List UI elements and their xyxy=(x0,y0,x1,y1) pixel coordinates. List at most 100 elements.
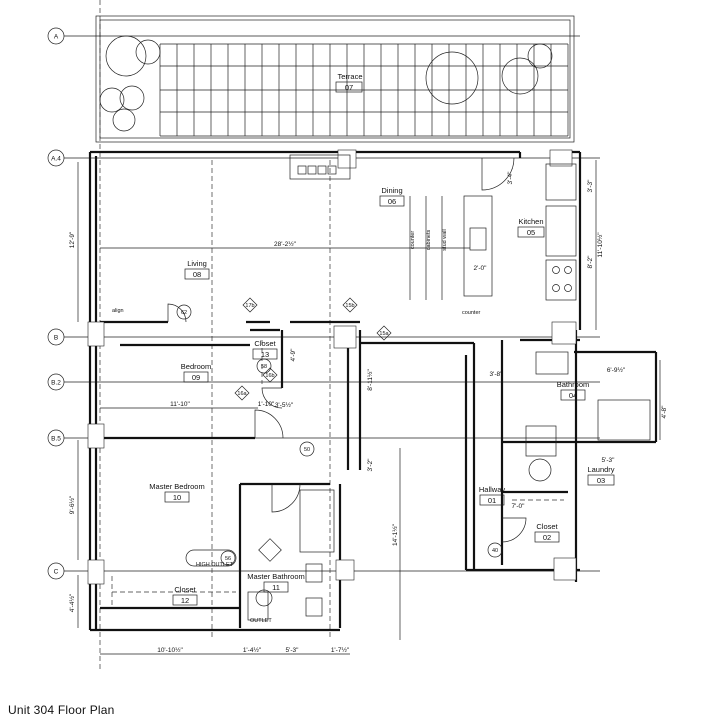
grid-label: B xyxy=(54,335,58,342)
grid-bubble-a4: A.4 xyxy=(47,149,65,167)
dimension-label: 9'-6½" xyxy=(68,495,76,514)
tag-label: 50 xyxy=(304,447,310,453)
tag-label: 17b xyxy=(245,303,254,309)
room-name: Kitchen xyxy=(518,217,543,226)
dimension-label: 10'-10½" xyxy=(157,646,183,654)
room-number: 03 xyxy=(597,476,605,485)
dimension-label: 6'-9½" xyxy=(607,366,626,374)
room-name: Dining xyxy=(381,186,402,195)
plan-caption: Unit 304 Floor Plan xyxy=(8,703,115,717)
dimension-label: 3'-5½" xyxy=(275,401,294,409)
dimension-label: 3'-2" xyxy=(367,458,374,472)
grid-label: C xyxy=(54,569,59,576)
note-high-outlet: HIGH OUTLET xyxy=(196,562,234,568)
dimension-label: 1'-4½" xyxy=(243,646,262,654)
room-name: Laundry xyxy=(587,465,614,474)
dimension-label: 1'-10" xyxy=(258,401,275,408)
room-number: 05 xyxy=(527,228,535,237)
room-name: Terrace xyxy=(337,72,362,81)
dimension-lines xyxy=(77,160,661,655)
room-bedroom: Bedroom 09 xyxy=(181,362,211,383)
room-kitchen: Kitchen 05 xyxy=(517,217,545,238)
note-cabinets: cabinets xyxy=(426,230,432,251)
note-counter-2: counter xyxy=(462,310,481,316)
grid-label: B.2 xyxy=(51,380,61,387)
tag-label: 58 xyxy=(261,364,267,370)
grid-label: A xyxy=(54,34,59,41)
dimension-label: 12'-9" xyxy=(69,231,76,248)
tag-label: 40 xyxy=(492,548,498,554)
room-number: 04 xyxy=(569,391,577,400)
dimension-label: 4'-4½" xyxy=(68,593,76,612)
room-hallway: Hallway 01 xyxy=(479,485,506,506)
dimension-label: 5'-3" xyxy=(602,457,616,464)
room-name: Closet xyxy=(536,522,558,531)
note-stud-wall: stud wall xyxy=(442,229,448,250)
grid-label: A.4 xyxy=(51,156,61,163)
exterior-walls xyxy=(88,150,582,632)
dimension-label: 4'-9" xyxy=(290,348,297,362)
room-number: 09 xyxy=(192,373,200,382)
tag-label: 16a xyxy=(237,391,247,397)
room-number: 12 xyxy=(181,596,189,605)
room-number: 08 xyxy=(193,270,201,279)
closet-shelving xyxy=(111,340,564,608)
dimension-label: 7'-0" xyxy=(512,503,526,510)
room-name: Closet xyxy=(174,585,196,594)
room-closet-02: Closet 02 xyxy=(534,522,560,543)
dimension-label: 2'-0" xyxy=(474,265,488,272)
room-dining: Dining 06 xyxy=(379,186,405,207)
room-name: Bathroom xyxy=(557,380,590,389)
dimension-label: 11'-10½" xyxy=(596,232,604,258)
dimension-label: 3'-8" xyxy=(490,371,504,378)
room-master-bedroom: Master Bedroom 10 xyxy=(149,482,205,503)
dimension-texts: 28'-2½" 12'-9" 11'-10" 3'-5½" 1'-10" 9'-… xyxy=(68,171,668,654)
detail-tags: 62 58 50 40 56 17b 15b 16a 16b 15a xyxy=(176,297,503,566)
room-number: 13 xyxy=(261,350,269,359)
room-name: Master Bathroom xyxy=(247,572,305,581)
room-name: Bedroom xyxy=(181,362,211,371)
dimension-label: 8'-2" xyxy=(587,255,594,269)
fixtures xyxy=(185,154,651,621)
terrace-decking xyxy=(159,43,569,137)
room-number: 11 xyxy=(272,583,280,592)
dimension-label: 3'-4" xyxy=(507,171,514,185)
room-labels: Terrace 07 Dining 06 Kitchen 05 Living 0… xyxy=(149,72,615,606)
room-terrace: Terrace 07 xyxy=(335,72,363,93)
dimension-label: 3'-3" xyxy=(587,179,594,193)
structural-columns xyxy=(87,149,577,585)
grid-bubble-b5: B.5 xyxy=(47,429,65,447)
room-bathroom: Bathroom 04 xyxy=(557,380,590,401)
dimension-label: 28'-2½" xyxy=(274,240,297,248)
tag-label: 15b xyxy=(345,303,354,309)
interior-walls xyxy=(100,320,658,628)
tag-label: 56 xyxy=(225,556,231,562)
dimension-label: 5'-3" xyxy=(286,647,300,654)
note-align: align xyxy=(112,308,124,314)
room-number: 02 xyxy=(543,533,551,542)
room-name: Closet xyxy=(254,339,276,348)
room-name: Living xyxy=(187,259,207,268)
tag-label: 15a xyxy=(379,331,389,337)
dimension-label: 8'-11½" xyxy=(366,369,374,391)
room-number: 06 xyxy=(388,197,396,206)
note-counter: counter xyxy=(410,231,416,250)
tag-label: 62 xyxy=(181,310,187,316)
grid-bubble-b2: B.2 xyxy=(47,373,65,391)
room-living: Living 08 xyxy=(184,259,210,280)
room-number: 10 xyxy=(173,493,181,502)
room-number: 07 xyxy=(345,83,353,92)
note-outlet: OUTLET xyxy=(250,618,272,624)
room-number: 01 xyxy=(488,496,496,505)
planter-circles xyxy=(99,35,553,132)
room-master-bathroom: Master Bathroom 11 xyxy=(247,572,305,593)
notes: align HIGH OUTLET OUTLET counter stud wa… xyxy=(112,229,481,624)
dimension-label: 14'-1½" xyxy=(391,523,399,546)
room-closet-13: Closet 13 xyxy=(252,339,278,360)
room-laundry: Laundry 03 xyxy=(587,465,615,486)
dimension-label: 11'-10" xyxy=(170,401,190,408)
room-name: Hallway xyxy=(479,485,506,494)
tag-label: 16b xyxy=(265,373,274,379)
terrace-area xyxy=(95,15,575,143)
